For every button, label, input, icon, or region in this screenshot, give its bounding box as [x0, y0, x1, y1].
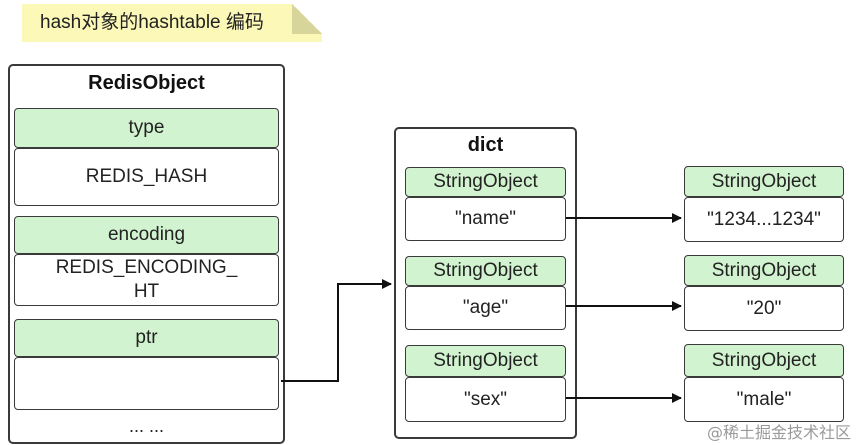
value-type-cell: StringObject [684, 166, 844, 197]
ptr-value-cell [14, 357, 279, 410]
type-label-cell: type [14, 108, 279, 148]
encoding-value-text: REDIS_ENCODING_ HT [55, 257, 238, 302]
note-fold-corner [292, 4, 322, 34]
dict-box: dict StringObject "name" StringObject "a… [394, 127, 577, 439]
value-cell: "male" [684, 377, 844, 422]
caption-text: hash对象的hashtable 编码 [40, 12, 264, 33]
dict-key-type-cell: StringObject [405, 167, 566, 197]
redis-object-ellipsis: ... ... [128, 416, 164, 436]
value-cell: "20" [684, 286, 844, 331]
dict-key-cell: "age" [405, 286, 566, 330]
dict-key-type-cell: StringObject [405, 256, 566, 286]
dict-key-type-cell: StringObject [405, 345, 566, 377]
dict-title: dict [467, 134, 504, 156]
redis-object-title: RedisObject [88, 72, 205, 94]
redis-object-box: RedisObject type REDIS_HASH encoding RED… [8, 64, 285, 444]
value-type-cell: StringObject [684, 344, 844, 377]
value-cell: "1234...1234" [684, 197, 844, 242]
caption-note: hash对象的hashtable 编码 [22, 4, 322, 42]
value-type-cell: StringObject [684, 255, 844, 286]
encoding-label-cell: encoding [14, 216, 279, 254]
ptr-to-dict-arrow [281, 279, 392, 382]
dict-key-cell: "sex" [405, 377, 566, 422]
dict-key-cell: "name" [405, 197, 566, 241]
type-value-cell: REDIS_HASH [14, 148, 279, 206]
encoding-value-cell: REDIS_ENCODING_ HT [14, 254, 279, 306]
watermark: @稀土掘金技术社区 [706, 423, 851, 442]
ptr-label-cell: ptr [14, 319, 279, 357]
